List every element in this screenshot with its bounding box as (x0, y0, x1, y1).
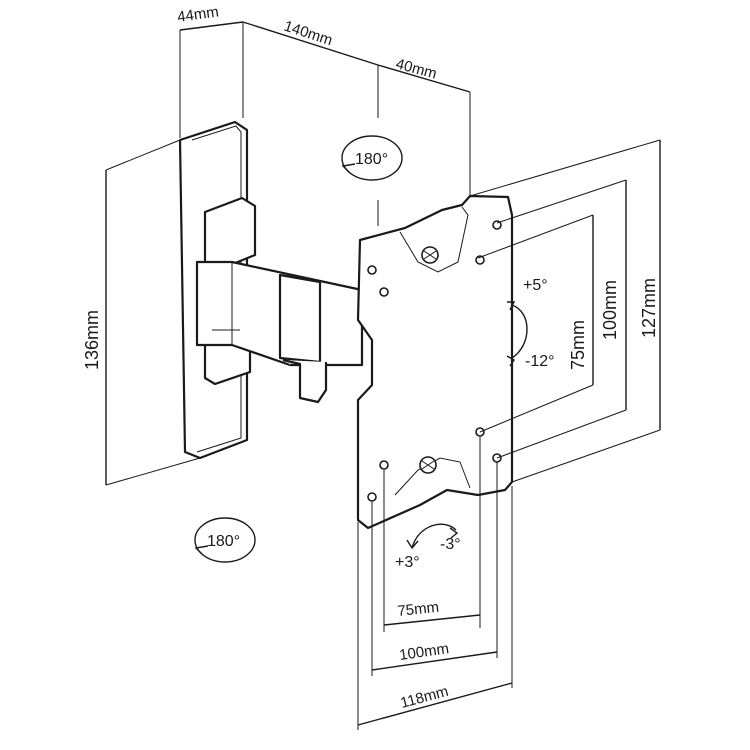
tilt-up-label: +5° (523, 277, 548, 294)
arm-extension-label: 140mm (282, 18, 335, 50)
wall-plate-depth-label: 44mm (176, 3, 220, 26)
swivel-top-label: 180° (355, 151, 388, 168)
vesa-width-small-label: 75mm (397, 599, 440, 620)
rotation-indicators (194, 135, 528, 563)
dimension-lines (105, 21, 661, 730)
angle-labels: 180° 180° +5° -12° +3° -3° (207, 151, 555, 571)
dimension-labels: 44mm 140mm 40mm 136mm 75mm 100mm 127mm 7… (82, 3, 659, 712)
rotate-right-label: -3° (440, 536, 461, 553)
tilt-down-label: -12° (525, 353, 555, 370)
swivel-bottom-label: 180° (207, 533, 240, 550)
wall-plate-height-label: 136mm (82, 310, 102, 370)
plate-height-label: 127mm (639, 278, 659, 338)
vesa-height-large-label: 100mm (600, 280, 620, 340)
vesa-width-large-label: 100mm (398, 640, 450, 664)
rotate-left-label: +3° (395, 554, 420, 571)
plate-offset-label: 40mm (394, 55, 439, 82)
vesa-plate (356, 194, 514, 530)
vesa-height-small-label: 75mm (568, 320, 588, 370)
